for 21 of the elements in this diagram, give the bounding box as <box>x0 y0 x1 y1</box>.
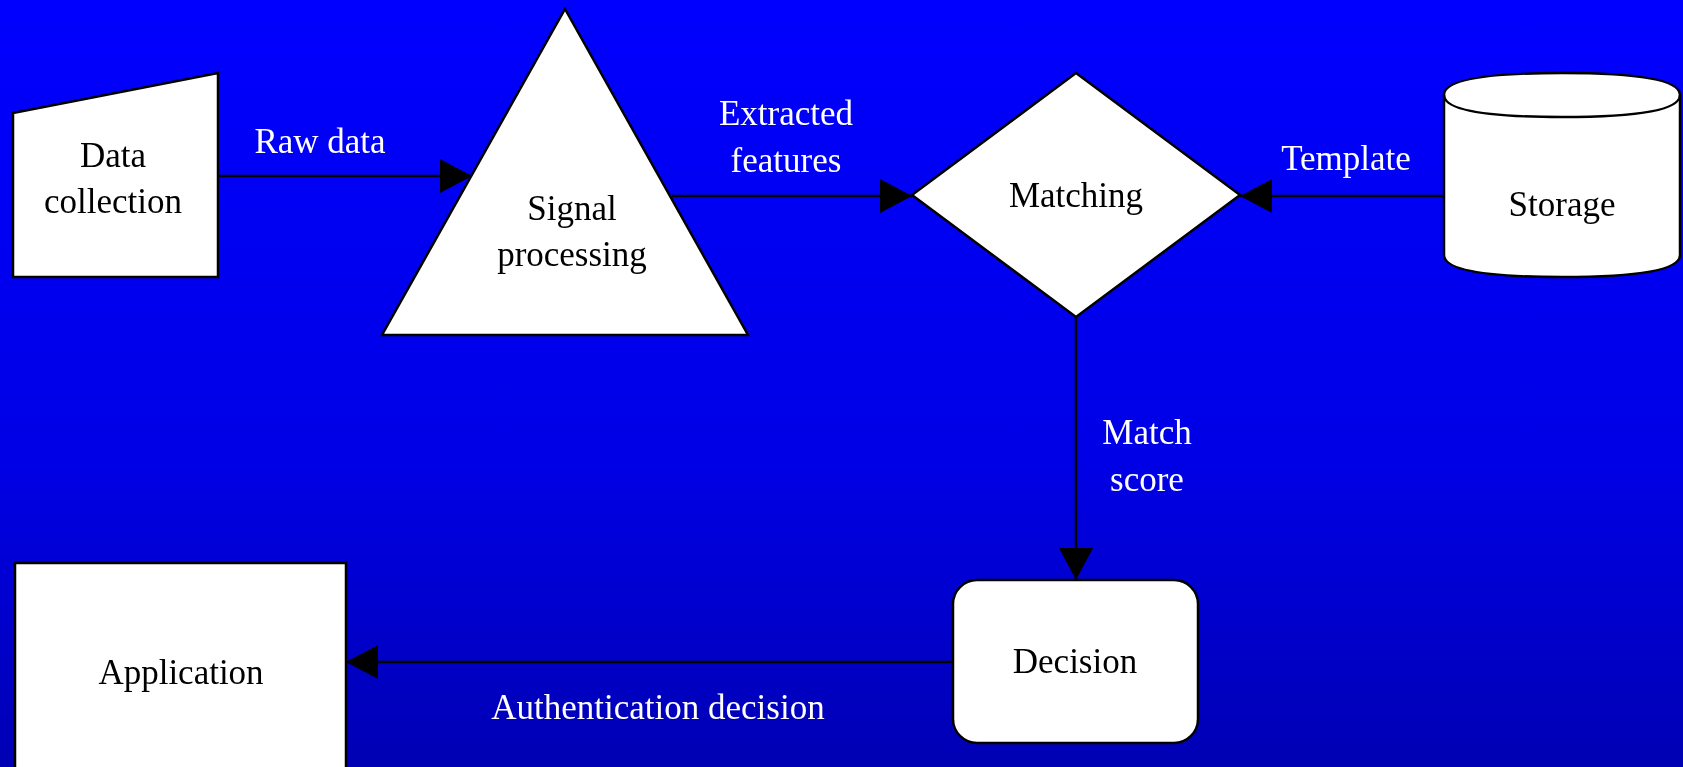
arrow <box>672 179 912 213</box>
edge-label: Raw data <box>254 121 386 164</box>
diamond-shape <box>912 73 1240 317</box>
node-label: Data collection <box>43 134 183 222</box>
node-label: Storage <box>1508 184 1616 227</box>
node-label: Matching <box>1008 175 1144 218</box>
cylinder-shape <box>1444 73 1680 277</box>
edge-label: Match score <box>1101 411 1193 501</box>
edge-label: Authentication decision <box>491 687 825 730</box>
manual-shape <box>13 73 218 277</box>
arrow <box>346 645 953 679</box>
node-label: Application <box>98 652 264 695</box>
node-label: Signal processing <box>496 187 648 276</box>
node-label: Decision <box>1012 641 1138 684</box>
edge-label: Extracted features <box>717 92 855 182</box>
edge-label: Template <box>1281 138 1411 181</box>
rounded-shape <box>953 580 1198 743</box>
arrow <box>218 159 472 193</box>
arrow <box>1059 317 1093 580</box>
arrow <box>1240 179 1444 213</box>
rect-shape <box>15 563 346 767</box>
